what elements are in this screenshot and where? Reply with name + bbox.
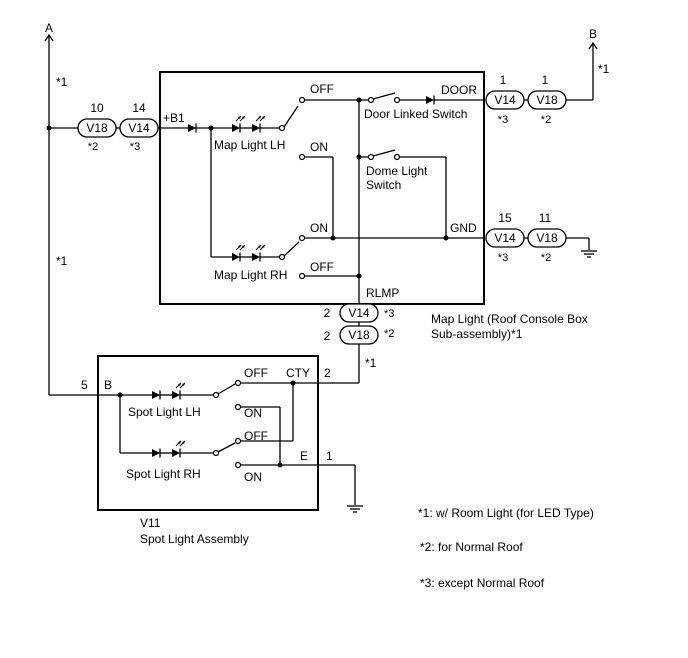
map-rh-off-contact (298, 272, 306, 280)
diode-b1 (187, 122, 197, 134)
note-rlmp-1: *1 (365, 356, 377, 370)
connector-v18-rlmp-label: V18 (348, 328, 370, 342)
map-rh-on-contact (298, 234, 306, 242)
note-left-3: *3 (130, 141, 140, 153)
spot-light-code: V11 (140, 516, 161, 530)
label-map-rh-off: OFF (310, 260, 334, 274)
spot-rh-off-contact (234, 437, 242, 445)
spot-rh-on-contact (234, 461, 242, 469)
door-linked-switch: Door Linked Switch (364, 92, 484, 121)
pin-11: 11 (539, 211, 552, 225)
label-dome-2: Switch (366, 178, 401, 192)
junction-gnd-1 (330, 235, 336, 241)
label-map-rh: Map Light RH (214, 268, 287, 282)
label-spot-b: B (104, 378, 112, 392)
label-door-switch: Door Linked Switch (364, 107, 467, 121)
pin-1a: 1 (500, 73, 507, 87)
label-dome-1: Dome Light (366, 164, 428, 178)
map-lh-off-contact (298, 96, 306, 104)
terminal-b-label: B (589, 27, 597, 41)
label-cty: CTY (286, 366, 310, 380)
label-rlmp: RLMP (366, 286, 399, 300)
legend-3: *3: except Normal Roof (420, 576, 545, 590)
connector-v18-door-label: V18 (536, 93, 558, 107)
legend-1: *1: w/ Room Light (for LED Type) (418, 506, 594, 520)
spot-lh-on-contact (234, 403, 242, 411)
label-map-lh-on: ON (310, 140, 328, 154)
ground-icon-spot (346, 505, 364, 513)
pin-1c: 1 (326, 449, 333, 463)
pin-5: 5 (81, 378, 88, 392)
label-map-lh-off: OFF (310, 82, 334, 96)
dome-light-switch: Dome Light Switch (359, 149, 447, 238)
spot-lh-off-contact (234, 379, 242, 387)
note-b-1: *1 (598, 62, 610, 76)
note-left-2: *2 (88, 141, 98, 153)
connector-v18-left-label: V18 (86, 121, 108, 135)
note-a-1: *1 (56, 75, 68, 89)
map-light-name-2: Sub-assembly)*1 (431, 327, 523, 341)
label-b1: +B1 (163, 111, 185, 125)
label-map-lh: Map Light LH (214, 138, 285, 152)
legend-2: *2: for Normal Roof (420, 540, 523, 554)
label-gnd: GND (450, 221, 477, 235)
pin-15: 15 (498, 211, 512, 225)
terminal-b: B (588, 27, 598, 50)
note-door-3: *3 (498, 114, 508, 126)
map-light-name-1: Map Light (Roof Console Box (431, 312, 588, 326)
label-e: E (300, 449, 308, 463)
map-light-lh: Map Light LH (214, 105, 299, 152)
label-spot-rh-off: OFF (244, 429, 268, 443)
map-light-rh: Map Light RH (214, 241, 300, 282)
note-gnd-3: *3 (498, 252, 508, 264)
label-spot-rh: Spot Light RH (126, 467, 201, 481)
legend: *1: w/ Room Light (for LED Type) *2: for… (418, 506, 594, 590)
map-light-box (159, 71, 485, 305)
note-rlmp-2: *2 (384, 328, 394, 340)
note-a-2: *1 (56, 254, 68, 268)
connector-left: V18 V14 10 14 *2 *3 (77, 101, 159, 153)
terminal-a-label: A (45, 21, 53, 35)
label-spot-lh-off: OFF (244, 366, 268, 380)
connector-v14-rlmp-label: V14 (348, 306, 370, 320)
label-spot-lh: Spot Light LH (128, 405, 201, 419)
connector-v18-gnd-label: V18 (536, 231, 558, 245)
pin-10: 10 (90, 101, 104, 115)
pin-2a: 2 (324, 306, 331, 320)
pin-14: 14 (132, 101, 146, 115)
note-rlmp-3: *3 (384, 308, 394, 320)
label-spot-lh-on: ON (244, 406, 262, 420)
connector-gnd: V14 V18 15 11 *3 *2 (485, 211, 567, 264)
pin-2c: 2 (324, 366, 331, 380)
junction-e (277, 462, 283, 468)
note-door-2: *2 (541, 114, 551, 126)
connector-v14-door-label: V14 (494, 93, 516, 107)
label-door: DOOR (441, 83, 477, 97)
label-spot-rh-on: ON (244, 470, 262, 484)
spot-light-name: Spot Light Assembly (140, 532, 249, 546)
connector-v14-gnd-label: V14 (494, 231, 516, 245)
spot-light-lh: Spot Light LH (128, 382, 236, 419)
terminal-a: A (44, 21, 54, 42)
spot-light-rh: Spot Light RH (126, 440, 236, 481)
spot-light-box (97, 355, 319, 511)
connector-rlmp: V14 V18 2 2 *3 *2 (324, 303, 394, 345)
label-map-rh-on: ON (310, 221, 328, 235)
note-gnd-2: *2 (541, 252, 551, 264)
ground-icon (580, 250, 598, 258)
pin-1b: 1 (542, 73, 549, 87)
connector-v14-left-label: V14 (128, 121, 150, 135)
pin-2b: 2 (324, 329, 331, 343)
connector-door: V14 V18 1 1 *3 *2 (485, 73, 567, 126)
junction-gnd-2 (443, 235, 449, 241)
map-lh-on-contact (298, 153, 306, 161)
